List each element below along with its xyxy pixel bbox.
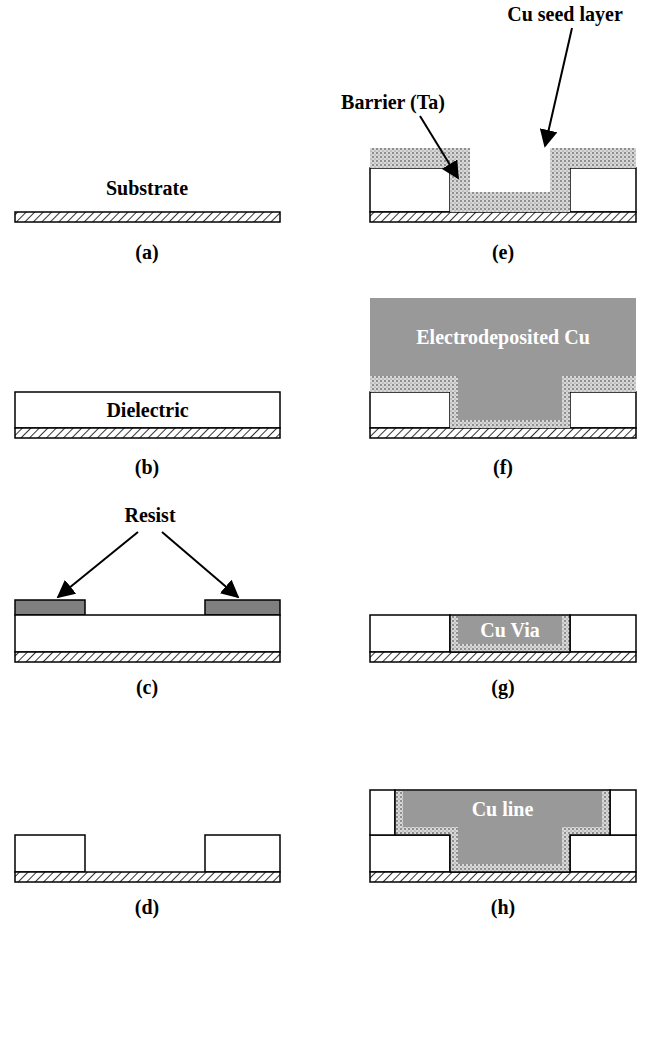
- leader-arrow: [545, 28, 572, 146]
- resist-block: [205, 600, 280, 615]
- part-label: Barrier (Ta): [341, 91, 445, 114]
- copper-line: [403, 791, 602, 864]
- substrate-layer: [370, 652, 636, 662]
- layer-region: Cu line: [403, 791, 602, 827]
- barrier-seed-layer: [370, 148, 636, 212]
- layer-name: Cu Via: [480, 619, 539, 641]
- substrate-layer: [15, 212, 280, 222]
- leader-arrow: [162, 532, 238, 597]
- layer-name: Electrodeposited Cu: [416, 321, 590, 353]
- layer-region: Cu Via: [458, 616, 562, 644]
- step-label: (c): [136, 676, 158, 699]
- step-label: (g): [491, 676, 514, 699]
- dielectric-block: [570, 168, 636, 212]
- dielectric-block: [205, 835, 280, 872]
- step-label: (f): [493, 456, 513, 479]
- leader-arrow: [420, 116, 458, 178]
- layer-name: Dielectric: [106, 399, 188, 421]
- substrate-layer: [15, 428, 280, 438]
- electrodeposited-copper: [370, 298, 636, 420]
- dielectric-block: [370, 168, 450, 212]
- via-liner: [450, 615, 570, 652]
- layer-name: Cu line: [472, 798, 534, 820]
- dielectric-block: [610, 790, 636, 835]
- dielectric-block: [570, 615, 636, 652]
- layer-region: Electrodeposited Cu: [370, 298, 636, 376]
- step-label: (e): [492, 241, 514, 264]
- part-label: Resist: [124, 504, 175, 527]
- line-liner: [395, 790, 610, 872]
- dielectric-block: [370, 835, 450, 872]
- step-label: (h): [491, 896, 515, 919]
- substrate-layer: [370, 872, 636, 882]
- copper-via: [458, 616, 562, 644]
- substrate-layer: [15, 872, 280, 882]
- dielectric-layer: [15, 392, 280, 428]
- step-label: (a): [135, 241, 158, 264]
- substrate-layer: [370, 212, 636, 222]
- part-label: Cu seed layer: [507, 3, 623, 26]
- dielectric-block: [370, 790, 395, 835]
- step-label: (d): [135, 896, 159, 919]
- dielectric-block: [370, 615, 450, 652]
- layer-region: Dielectric: [15, 392, 280, 428]
- substrate-layer: [15, 652, 280, 662]
- dielectric-layer: [15, 615, 280, 652]
- step-label: (b): [135, 456, 159, 479]
- part-label: Substrate: [106, 177, 188, 200]
- resist-block: [15, 600, 85, 615]
- dielectric-block: [15, 835, 85, 872]
- substrate-layer: [370, 428, 636, 438]
- dielectric-block: [570, 835, 636, 872]
- leader-arrow: [58, 532, 138, 597]
- dielectric-block: [570, 392, 636, 428]
- dielectric-block: [370, 392, 450, 428]
